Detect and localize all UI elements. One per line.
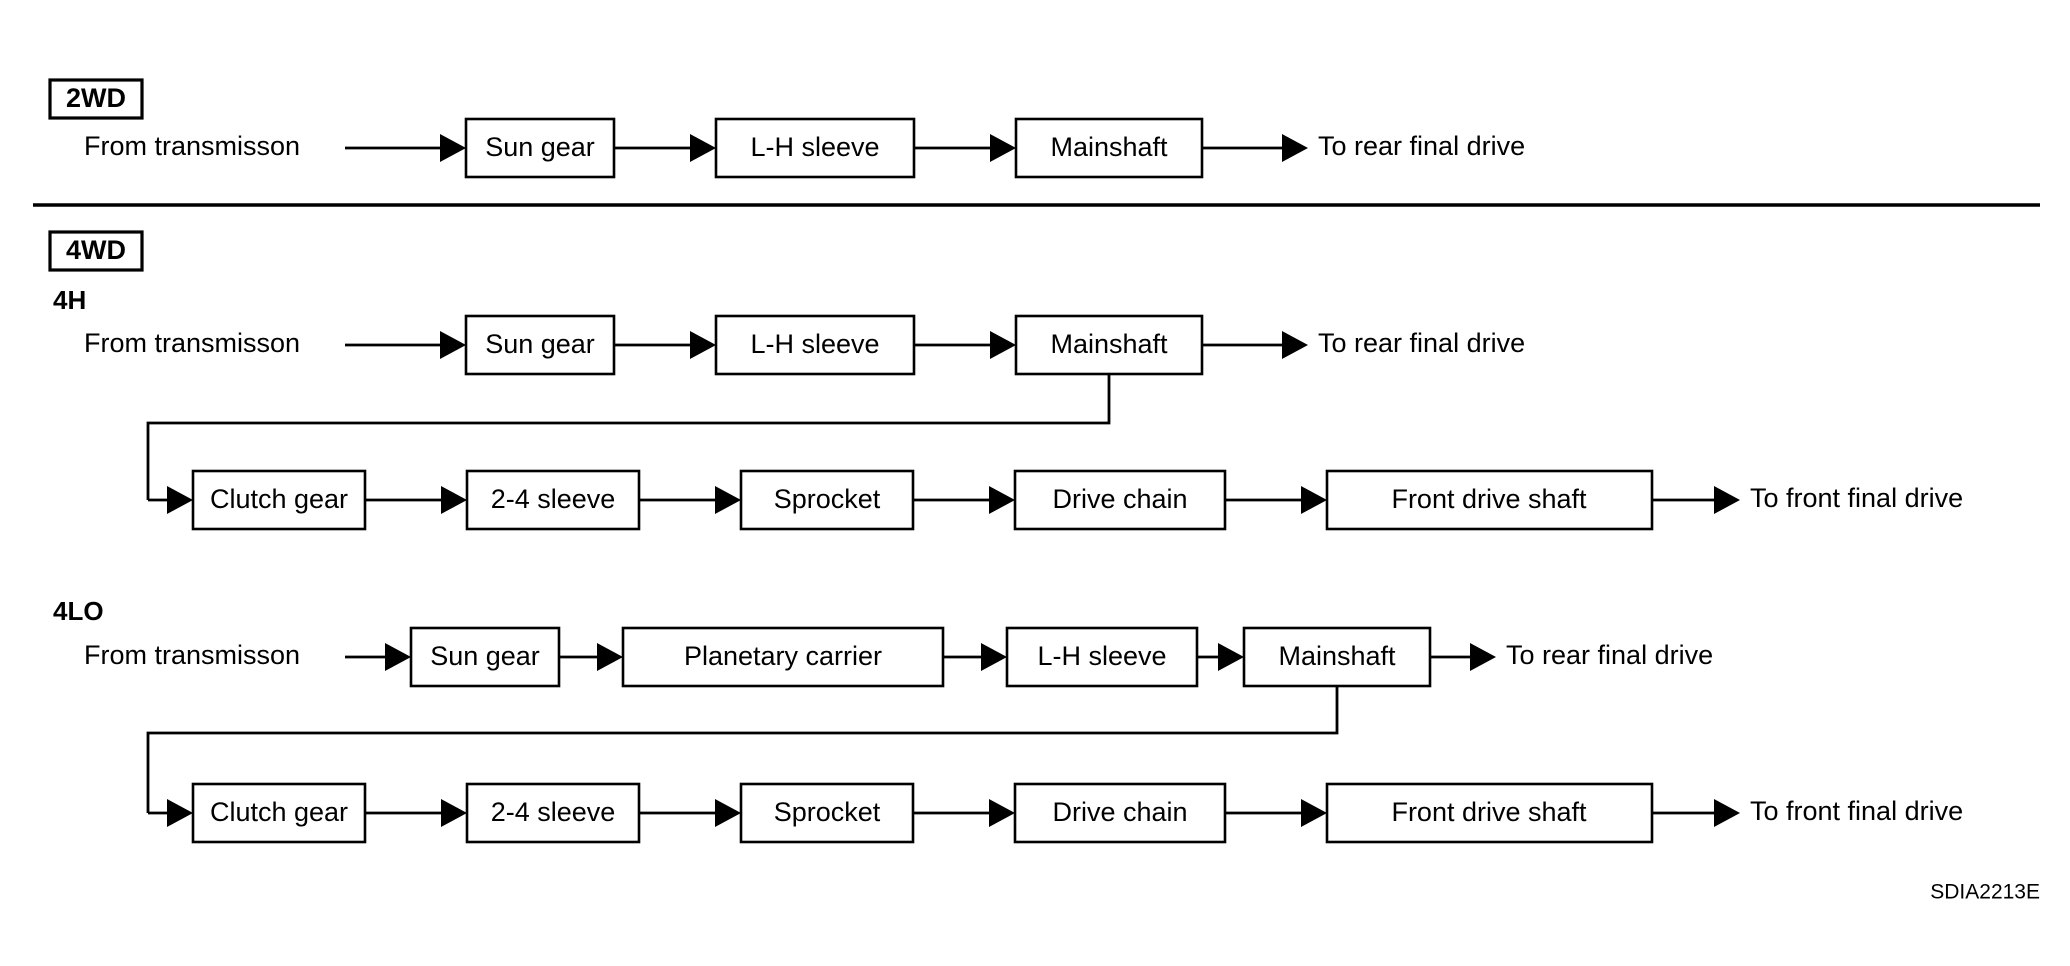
mode-badge-4wd: 4WD bbox=[48, 230, 144, 272]
arrow-head-icon bbox=[597, 643, 623, 671]
arrow-head-icon bbox=[167, 799, 193, 827]
node-4lo-front-drive-shaft[interactable] bbox=[1325, 782, 1654, 844]
sink-label-4lo: To rear final drive bbox=[1506, 640, 1713, 670]
node-4lo-sprocket-label: Sprocket bbox=[774, 797, 881, 827]
source-label-4h: From transmisson bbox=[84, 328, 300, 358]
row-4lo-main: From transmisson Sun gear Planetary carr… bbox=[84, 626, 1713, 688]
sink-label-2wd: To rear final drive bbox=[1318, 131, 1525, 161]
branch-path-4lo bbox=[146, 686, 1339, 813]
node-4lo-clutch-gear-label: Clutch gear bbox=[210, 797, 348, 827]
sink-label-4lo-front: To front final drive bbox=[1750, 796, 1963, 826]
row-4h-branch: Clutch gear 2-4 sleeve Sprocket Drive ch… bbox=[191, 469, 1963, 531]
node-4h-clutch-gear-label: Clutch gear bbox=[210, 484, 348, 514]
node-4h-24-sleeve[interactable] bbox=[465, 469, 641, 531]
node-4lo-drive-chain[interactable] bbox=[1013, 782, 1227, 844]
arrow-head-icon bbox=[1470, 643, 1496, 671]
arrow-head-icon bbox=[989, 486, 1015, 514]
node-4h-lh-sleeve-label: L-H sleeve bbox=[750, 329, 879, 359]
mode-badge-2wd-box bbox=[48, 78, 144, 120]
row-4h-main: From transmisson Sun gear L-H sleeve Mai… bbox=[84, 314, 1525, 376]
arrow-head-icon bbox=[1301, 486, 1327, 514]
node-4h-sprocket[interactable] bbox=[739, 469, 915, 531]
arrow-head-icon bbox=[385, 643, 411, 671]
node-4lo-planetary-carrier-label: Planetary carrier bbox=[684, 641, 882, 671]
mode-badge-2wd: 2WD bbox=[48, 78, 144, 120]
arrow-head-icon bbox=[441, 486, 467, 514]
arrow-head-icon bbox=[989, 799, 1015, 827]
arrow-head-icon bbox=[1301, 799, 1327, 827]
node-4h-sun-gear[interactable] bbox=[464, 314, 616, 376]
node-4lo-planetary-carrier[interactable] bbox=[621, 626, 945, 688]
node-4h-front-drive-shaft[interactable] bbox=[1325, 469, 1654, 531]
sink-label-4h-front: To front final drive bbox=[1750, 483, 1963, 513]
arrow-head-icon bbox=[1282, 134, 1308, 162]
node-4h-sprocket-label: Sprocket bbox=[774, 484, 881, 514]
node-4lo-clutch-gear[interactable] bbox=[191, 782, 367, 844]
node-2wd-mainshaft[interactable] bbox=[1014, 117, 1204, 179]
arrow-head-icon bbox=[440, 134, 466, 162]
node-4h-clutch-gear[interactable] bbox=[191, 469, 367, 531]
arrow-head-icon bbox=[715, 799, 741, 827]
node-4h-mainshaft[interactable] bbox=[1014, 314, 1204, 376]
row-4lo-branch: Clutch gear 2-4 sleeve Sprocket Drive ch… bbox=[191, 782, 1963, 844]
mode-badge-4wd-box bbox=[48, 230, 144, 272]
node-4h-24-sleeve-label: 2-4 sleeve bbox=[491, 484, 616, 514]
node-2wd-mainshaft-label: Mainshaft bbox=[1050, 132, 1168, 162]
arrow-head-icon bbox=[981, 643, 1007, 671]
sink-label-4h: To rear final drive bbox=[1318, 328, 1525, 358]
arrow-head-icon bbox=[1282, 331, 1308, 359]
node-4h-drive-chain-label: Drive chain bbox=[1052, 484, 1187, 514]
node-2wd-lh-sleeve[interactable] bbox=[714, 117, 916, 179]
node-2wd-lh-sleeve-label: L-H sleeve bbox=[750, 132, 879, 162]
arrow-head-icon bbox=[990, 331, 1016, 359]
arrow-head-icon bbox=[715, 486, 741, 514]
arrow-head-icon bbox=[690, 134, 716, 162]
arrow-head-icon bbox=[690, 331, 716, 359]
node-4lo-mainshaft-label: Mainshaft bbox=[1278, 641, 1396, 671]
arrow-head-icon bbox=[1218, 643, 1244, 671]
node-4lo-drive-chain-label: Drive chain bbox=[1052, 797, 1187, 827]
node-4h-front-drive-shaft-label: Front drive shaft bbox=[1391, 484, 1587, 514]
row-2wd-main: From transmisson Sun gear L-H sleeve Mai… bbox=[84, 117, 1525, 179]
arrow-head-icon bbox=[167, 486, 193, 514]
node-4h-drive-chain[interactable] bbox=[1013, 469, 1227, 531]
arrow-head-icon bbox=[1714, 799, 1740, 827]
node-4lo-lh-sleeve-label: L-H sleeve bbox=[1037, 641, 1166, 671]
source-label-4lo: From transmisson bbox=[84, 640, 300, 670]
node-2wd-sun-gear[interactable] bbox=[464, 117, 616, 179]
arrow-head-icon bbox=[1714, 486, 1740, 514]
node-4lo-24-sleeve-label: 2-4 sleeve bbox=[491, 797, 616, 827]
node-4h-mainshaft-label: Mainshaft bbox=[1050, 329, 1168, 359]
arrow-head-icon bbox=[441, 799, 467, 827]
node-4lo-sun-gear-label: Sun gear bbox=[430, 641, 540, 671]
section-2wd: 2WD From transmisson Sun gear L-H sleeve… bbox=[48, 78, 1525, 179]
range-label-4h: 4H bbox=[53, 285, 86, 315]
source-label-2wd: From transmisson bbox=[84, 131, 300, 161]
mode-badge-4wd-label: 4WD bbox=[66, 235, 126, 265]
mode-badge-2wd-label: 2WD bbox=[66, 83, 126, 113]
arrow-head-icon bbox=[440, 331, 466, 359]
range-label-4lo: 4LO bbox=[53, 596, 104, 626]
branch-path-4h bbox=[146, 374, 1111, 500]
figure-code: SDIA2213E bbox=[1930, 881, 2040, 904]
node-4h-sun-gear-label: Sun gear bbox=[485, 329, 595, 359]
section-4wd: 4WD 4H From transmisson Sun gear L-H sle… bbox=[48, 230, 1963, 844]
arrow-head-icon bbox=[990, 134, 1016, 162]
node-4lo-front-drive-shaft-label: Front drive shaft bbox=[1391, 797, 1587, 827]
node-4lo-24-sleeve[interactable] bbox=[465, 782, 641, 844]
node-2wd-sun-gear-label: Sun gear bbox=[485, 132, 595, 162]
